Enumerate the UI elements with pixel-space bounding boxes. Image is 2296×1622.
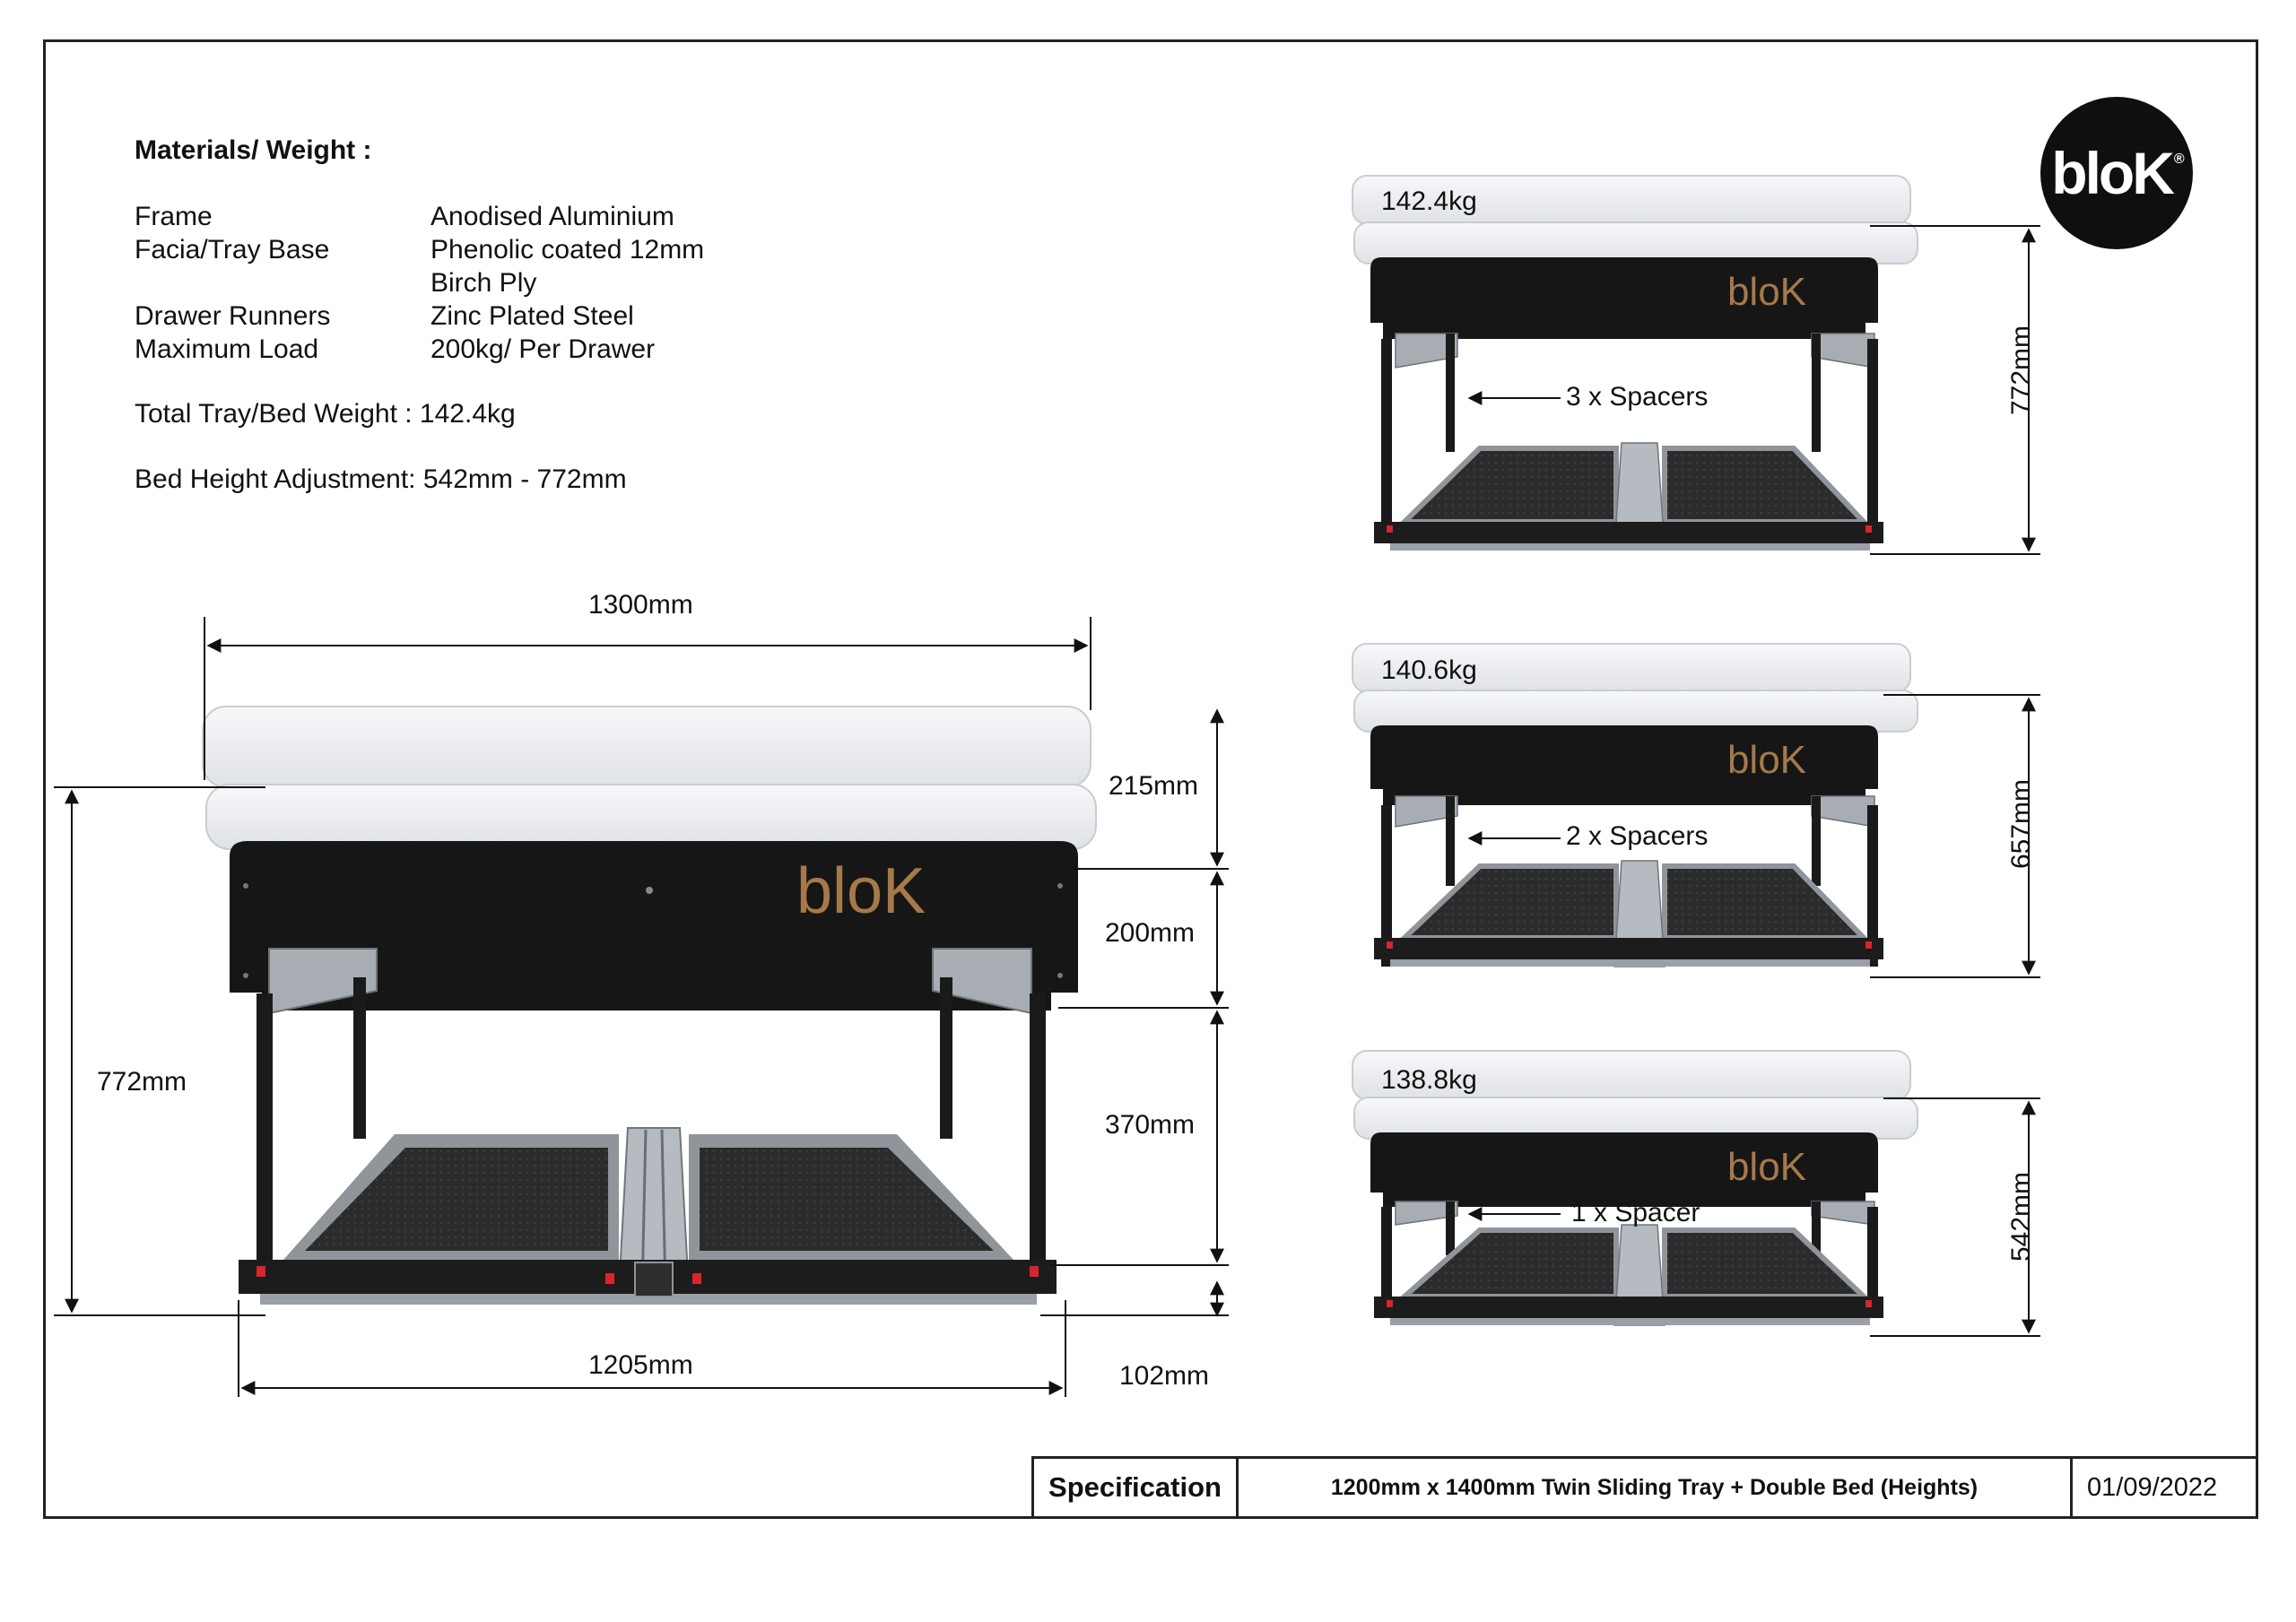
variant-dimensions [1467,225,2040,1337]
material-value-facia: Phenolic coated 12mm [430,235,705,265]
dim-width-bottom: 1205mm [588,1350,693,1380]
variant-1-height: 772mm [2006,325,2037,416]
main-facia-panel [230,841,1078,1010]
variant-1-spacers: 3 x Spacers [1566,382,1709,412]
main-bracket-left [268,948,378,1015]
specification-block: Specification 1200mm x 1400mm Twin Slidi… [1031,1456,2258,1516]
v3-facia-logo: bloK [1727,1145,1806,1189]
height-adjustment: Bed Height Adjustment: 542mm - 772mm [135,464,627,494]
spec-label: Specification [1034,1459,1239,1516]
v1-facia-logo: bloK [1727,270,1806,314]
variant-3-height: 542mm [2006,1171,2037,1262]
total-weight: Total Tray/Bed Weight : 142.4kg [135,399,516,429]
main-facia-logo: bloK [796,855,926,927]
dim-mattress-height: 215mm [1109,771,1199,801]
variant-2-weight: 140.6kg [1381,655,1477,685]
v2-facia [1370,725,1878,805]
material-label-facia: Facia/Tray Base [135,235,330,265]
main-leg-front-left [257,993,273,1261]
page-border [43,39,2258,1519]
main-leg-rear-right [940,977,952,1139]
dim-leg-height: 370mm [1105,1110,1196,1140]
material-value-runners: Zinc Plated Steel [430,301,634,331]
materials-heading: Materials/ Weight : [135,135,372,165]
blok-logo: bloK® [2040,97,2193,249]
main-bed-drawing: bloK [202,706,1097,1305]
variant-3-drawing: bloK [1352,1050,1918,1326]
variant-2-height: 657mm [2006,778,2037,870]
variant-1-weight: 142.4kg [1381,186,1477,216]
main-base-runner [260,1294,1037,1305]
main-tray-left [305,1148,608,1251]
variant-3-spacers: 1 x Spacer [1571,1198,1700,1227]
dim-width-top: 1300mm [588,590,693,620]
dim-total-height: 772mm [97,1067,187,1097]
variant-3-weight: 138.8kg [1381,1065,1477,1095]
main-leg-front-right [1030,993,1046,1261]
variant-1-drawing: bloK [1352,175,1918,551]
main-mattress-top [202,706,1091,788]
material-label-load: Maximum Load [135,334,319,364]
material-value-facia-cont: Birch Ply [430,268,537,298]
main-mattress-lower [205,784,1097,850]
main-leg-rear-left [353,977,366,1139]
material-label-runners: Drawer Runners [135,301,331,331]
main-facia-screw [646,887,653,894]
material-value-load: 200kg/ Per Drawer [430,334,656,364]
variant-2-drawing: bloK [1352,643,1918,967]
dim-base-height: 102mm [1119,1361,1210,1391]
main-dimensions [54,617,1229,1397]
logo-text: bloK [2051,140,2175,206]
dim-facia-height: 200mm [1105,918,1196,948]
v2-facia-logo: bloK [1727,738,1806,782]
main-tray-right [700,1148,994,1251]
material-label-frame: Frame [135,202,213,231]
v1-facia [1370,257,1878,339]
variant-2-spacers: 2 x Spacers [1566,821,1709,851]
spec-description: 1200mm x 1400mm Twin Sliding Tray + Doub… [1239,1459,2073,1516]
spec-date: 01/09/2022 [2087,1472,2218,1502]
material-value-frame: Anodised Aluminium [430,202,674,231]
logo-registered-mark: ® [2173,152,2185,167]
v3-facia [1370,1132,1878,1207]
